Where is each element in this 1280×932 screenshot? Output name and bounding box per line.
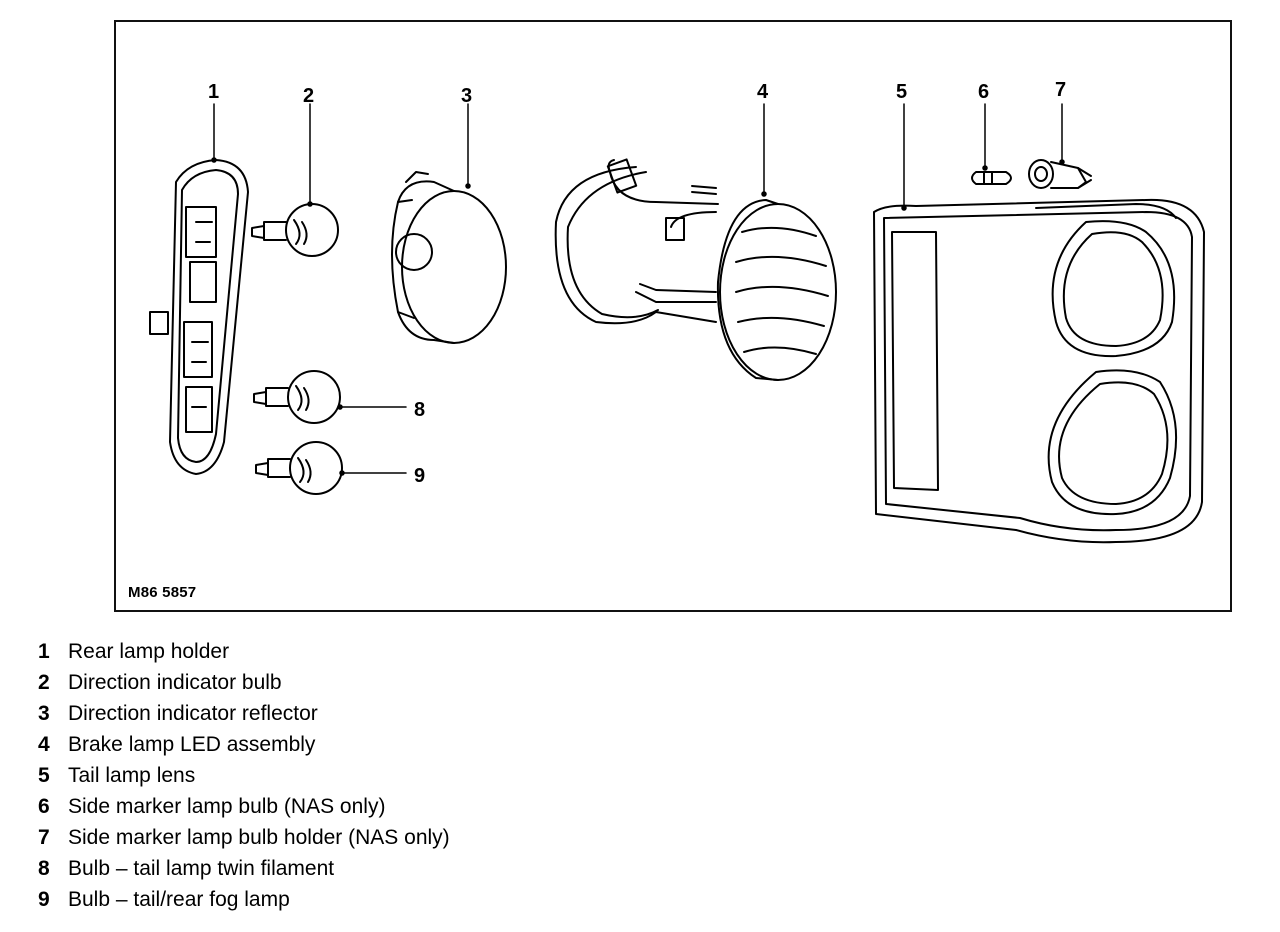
callout-9: 9 <box>414 465 425 487</box>
legend-number: 4 <box>38 733 50 756</box>
legend-number: 7 <box>38 826 50 849</box>
legend-item-4: 4 Brake lamp LED assembly <box>38 731 450 762</box>
legend-label: Rear lamp holder <box>68 640 230 663</box>
legend-number: 6 <box>38 795 50 818</box>
legend-item-7: 7 Side marker lamp bulb holder (NAS only) <box>38 824 450 855</box>
twin-filament-bulb-part <box>253 370 341 424</box>
legend-item-6: 6 Side marker lamp bulb (NAS only) <box>38 793 450 824</box>
callout-2: 2 <box>303 85 314 107</box>
legend-item-3: 3 Direction indicator reflector <box>38 700 450 731</box>
brake-lamp-led-assembly-part <box>554 158 837 381</box>
side-marker-bulb-part <box>971 171 1012 185</box>
legend-label: Bulb – tail/rear fog lamp <box>68 888 290 911</box>
callout-6: 6 <box>978 81 989 103</box>
figure-code: M86 5857 <box>128 584 197 601</box>
legend-number: 1 <box>38 640 50 663</box>
legend-item-8: 8 Bulb – tail lamp twin filament <box>38 855 450 886</box>
legend-number: 3 <box>38 702 50 725</box>
callout-4: 4 <box>757 81 769 103</box>
callout-5: 5 <box>896 81 907 103</box>
legend-label: Side marker lamp bulb holder (NAS only) <box>68 826 450 849</box>
rear-lamp-holder-part <box>149 159 249 475</box>
legend-label: Tail lamp lens <box>68 764 196 787</box>
legend-item-5: 5 Tail lamp lens <box>38 762 450 793</box>
leader-lines <box>211 103 1065 476</box>
side-marker-bulb-holder-part <box>1028 159 1092 189</box>
parts-legend: 1 Rear lamp holder 2 Direction indicator b… <box>38 638 450 917</box>
callout-7: 7 <box>1055 79 1066 101</box>
diagram-drawing: 1 2 3 4 5 6 7 8 9 <box>149 79 1205 544</box>
exploded-diagram: 1 2 3 4 5 6 7 8 9 M86 5857 <box>114 20 1232 612</box>
legend-label: Bulb – tail lamp twin filament <box>68 857 335 880</box>
legend-item-1: 1 Rear lamp holder <box>38 638 450 669</box>
legend-item-9: 9 Bulb – tail/rear fog lamp <box>38 886 450 917</box>
legend-number: 8 <box>38 857 50 880</box>
callout-3: 3 <box>461 85 472 107</box>
direction-indicator-bulb-part <box>251 203 339 257</box>
legend-number: 9 <box>38 888 50 911</box>
callout-1: 1 <box>208 81 219 103</box>
legend-label: Brake lamp LED assembly <box>68 733 316 756</box>
legend-number: 5 <box>38 764 50 787</box>
legend-label: Direction indicator reflector <box>68 702 318 725</box>
callout-8: 8 <box>414 399 425 421</box>
legend-number: 2 <box>38 671 50 694</box>
legend-item-2: 2 Direction indicator bulb <box>38 669 450 700</box>
direction-indicator-reflector-part <box>391 171 507 344</box>
fog-lamp-bulb-part <box>255 441 343 495</box>
tail-lamp-lens-part <box>873 198 1205 544</box>
legend-label: Side marker lamp bulb (NAS only) <box>68 795 386 818</box>
legend-label: Direction indicator bulb <box>68 671 282 694</box>
